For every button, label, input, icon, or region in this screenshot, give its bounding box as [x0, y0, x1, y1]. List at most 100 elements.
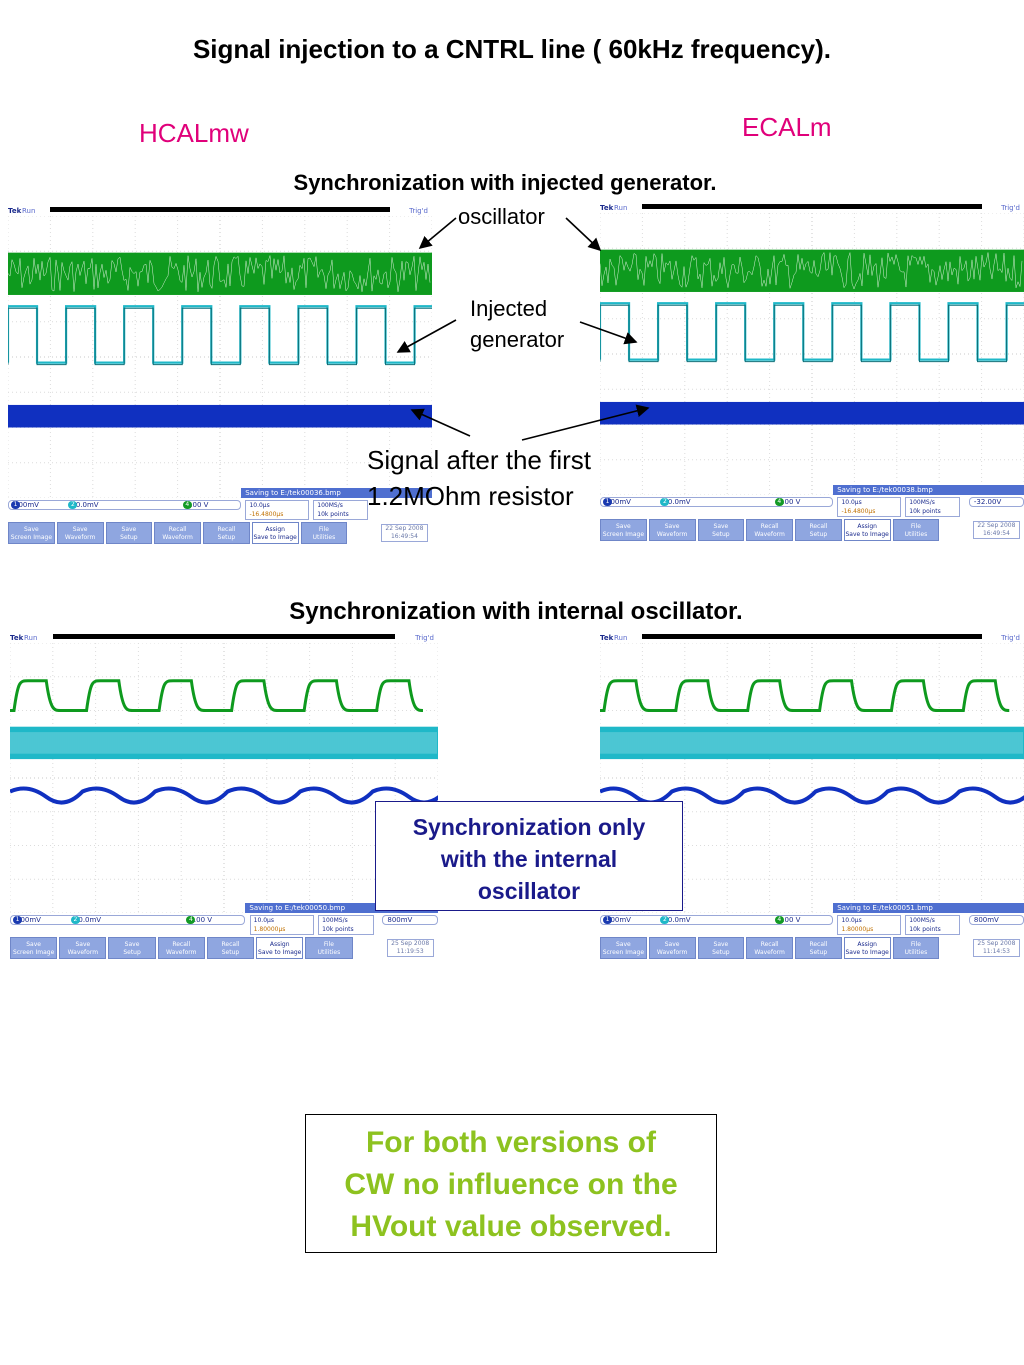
scope-trigger-state: Trig'd — [1001, 634, 1020, 642]
soft-button-label: Recall — [217, 526, 236, 533]
sample-rate: 100MS/s — [909, 499, 935, 506]
soft-button-sublabel: Utilities — [317, 949, 341, 956]
channel-4-scale-value: 5.00 V — [777, 916, 801, 924]
label-ecalm: ECALm — [742, 112, 832, 142]
sample-rate: 100MS/s — [317, 502, 343, 509]
section-title-injected: Synchronization with injected generator. — [293, 170, 717, 195]
saving-status: Saving to E:/tek00051.bmp — [833, 903, 1024, 913]
saving-status: Saving to E:/tek00050.bmp — [245, 903, 438, 913]
timebase-value: 10.0µs — [841, 499, 862, 506]
timebase-settings[interactable]: 10.0µs-16.4800µs — [837, 497, 902, 517]
trigger-level[interactable]: 800mV — [382, 915, 438, 925]
scope-brand: Tek — [600, 634, 614, 642]
record-points: 10k points — [909, 926, 941, 933]
scope-run-state: Run — [614, 204, 628, 212]
record-points: 10k points — [317, 511, 349, 518]
trigger-level[interactable]: -32.00V — [968, 497, 1024, 507]
soft-button-sublabel: Setup — [217, 534, 236, 541]
soft-button-label: Assign — [265, 526, 285, 533]
trace-oscillator — [600, 679, 1010, 712]
scope-trigger-state: Trig'd — [409, 207, 428, 215]
channel-2-scale-marker: 2 — [70, 916, 80, 924]
sample-settings[interactable]: 100MS/s 10k points — [905, 497, 961, 517]
internal-note-line3: oscillator — [477, 878, 581, 904]
channel-2-scale-value: 20.0mV — [71, 501, 99, 509]
sample-rate: 100MS/s — [322, 917, 348, 924]
soft-button-sublabel: Screen Image — [602, 949, 645, 956]
conclusion-line1: For both versions of — [365, 1126, 656, 1159]
record-points: 10k points — [909, 508, 941, 515]
soft-button-label: Recall — [760, 523, 779, 530]
scope-date: 22 Sep 2008 — [977, 522, 1016, 529]
soft-button-sublabel: Screen Image — [10, 534, 53, 541]
scope-brand: Tek — [10, 634, 24, 642]
soft-button-label: Save — [616, 523, 631, 530]
scope-run-state: Run — [22, 207, 36, 215]
timebase-settings[interactable]: 10.0µs-16.4800µs — [245, 500, 310, 520]
soft-button-label: Save — [713, 523, 729, 530]
channel-2-scale-marker: 2 — [660, 916, 670, 924]
soft-button-label: Save — [121, 526, 137, 533]
trace-oscillator-noise — [8, 255, 431, 292]
scope-brand: Tek — [8, 207, 22, 215]
scope-time: 11:14:53 — [982, 948, 1010, 955]
channel-1-scale-value: 500mV — [16, 916, 41, 924]
channel-2-scale-marker: 2 — [660, 498, 670, 506]
sample-settings[interactable]: 100MS/s 10k points — [313, 500, 369, 520]
trace-injected-generator — [8, 305, 432, 364]
channel-1-scale-marker: 1 — [11, 501, 20, 509]
arrow-signal-left — [410, 408, 471, 437]
saving-status: Saving to E:/tek00038.bmp — [833, 485, 1024, 495]
channel-4-scale-marker: 4 — [182, 501, 192, 509]
scope-graticule — [10, 643, 438, 913]
conclusion-line2: CW no influence on the — [344, 1168, 678, 1201]
annotation-oscillator: oscillator — [458, 204, 545, 229]
trigger-level[interactable]: 800mV — [968, 915, 1024, 925]
